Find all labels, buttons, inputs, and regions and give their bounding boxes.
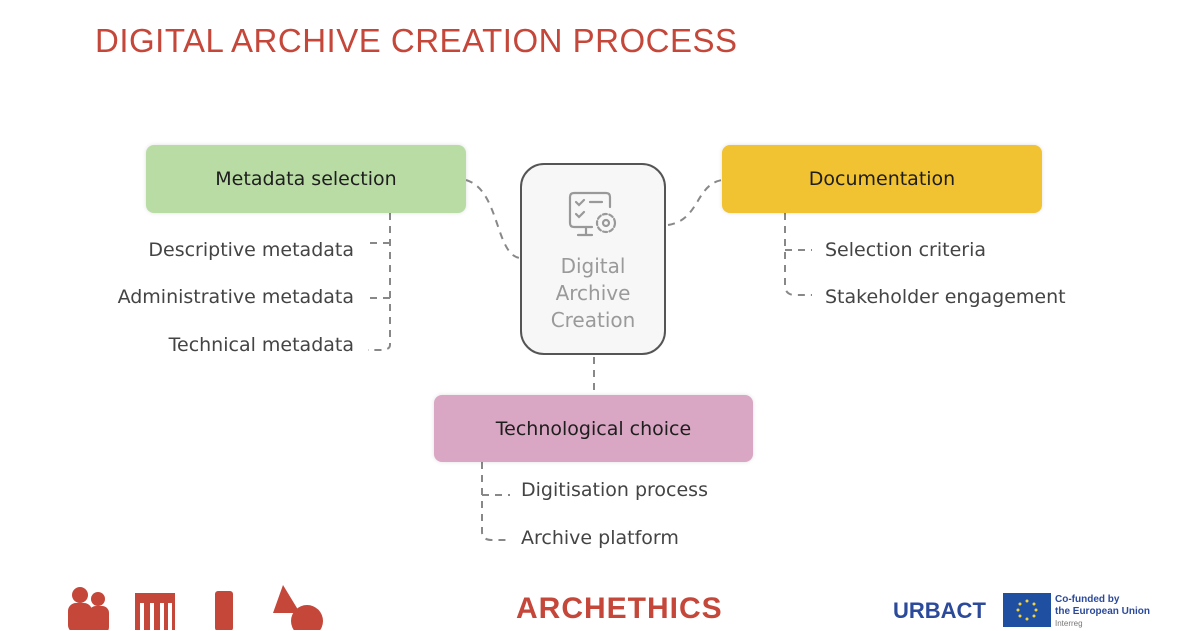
interreg-label: Interreg: [1055, 619, 1083, 628]
center-label-line2: Archive: [555, 281, 631, 305]
monitor-checklist-gear-icon: [568, 191, 617, 237]
eu-cofunded-text: Co-funded by the European Union Interreg: [1055, 594, 1150, 630]
technology-item: Archive platform: [521, 527, 679, 549]
center-label-line3: Creation: [550, 308, 636, 332]
eu-line2: the European Union: [1055, 606, 1150, 617]
metadata-item: Descriptive metadata: [148, 239, 354, 261]
technological-choice-box: Technological choice: [434, 395, 753, 462]
archethics-logo: ARCHETHICS: [516, 592, 723, 625]
urbact-logo: URBACT: [893, 598, 986, 623]
partner-pictograms: [68, 585, 323, 630]
technology-item: Digitisation process: [521, 479, 708, 501]
eu-line1: Co-funded by: [1055, 594, 1120, 605]
documentation-box: Documentation: [722, 145, 1042, 213]
page-title: DIGITAL ARCHIVE CREATION PROCESS: [95, 22, 738, 59]
metadata-selection-label: Metadata selection: [215, 168, 397, 190]
metadata-selection-box: Metadata selection: [146, 145, 466, 213]
documentation-item: Selection criteria: [825, 239, 987, 261]
documentation-item: Stakeholder engagement: [825, 286, 1066, 308]
center-node: Digital Archive Creation: [520, 163, 666, 355]
metadata-item: Technical metadata: [168, 334, 354, 356]
documentation-label: Documentation: [808, 168, 956, 190]
metadata-item: Administrative metadata: [117, 286, 354, 308]
technological-choice-label: Technological choice: [495, 417, 692, 440]
eu-flag-icon: [1003, 593, 1051, 627]
center-label-line1: Digital: [560, 254, 626, 278]
